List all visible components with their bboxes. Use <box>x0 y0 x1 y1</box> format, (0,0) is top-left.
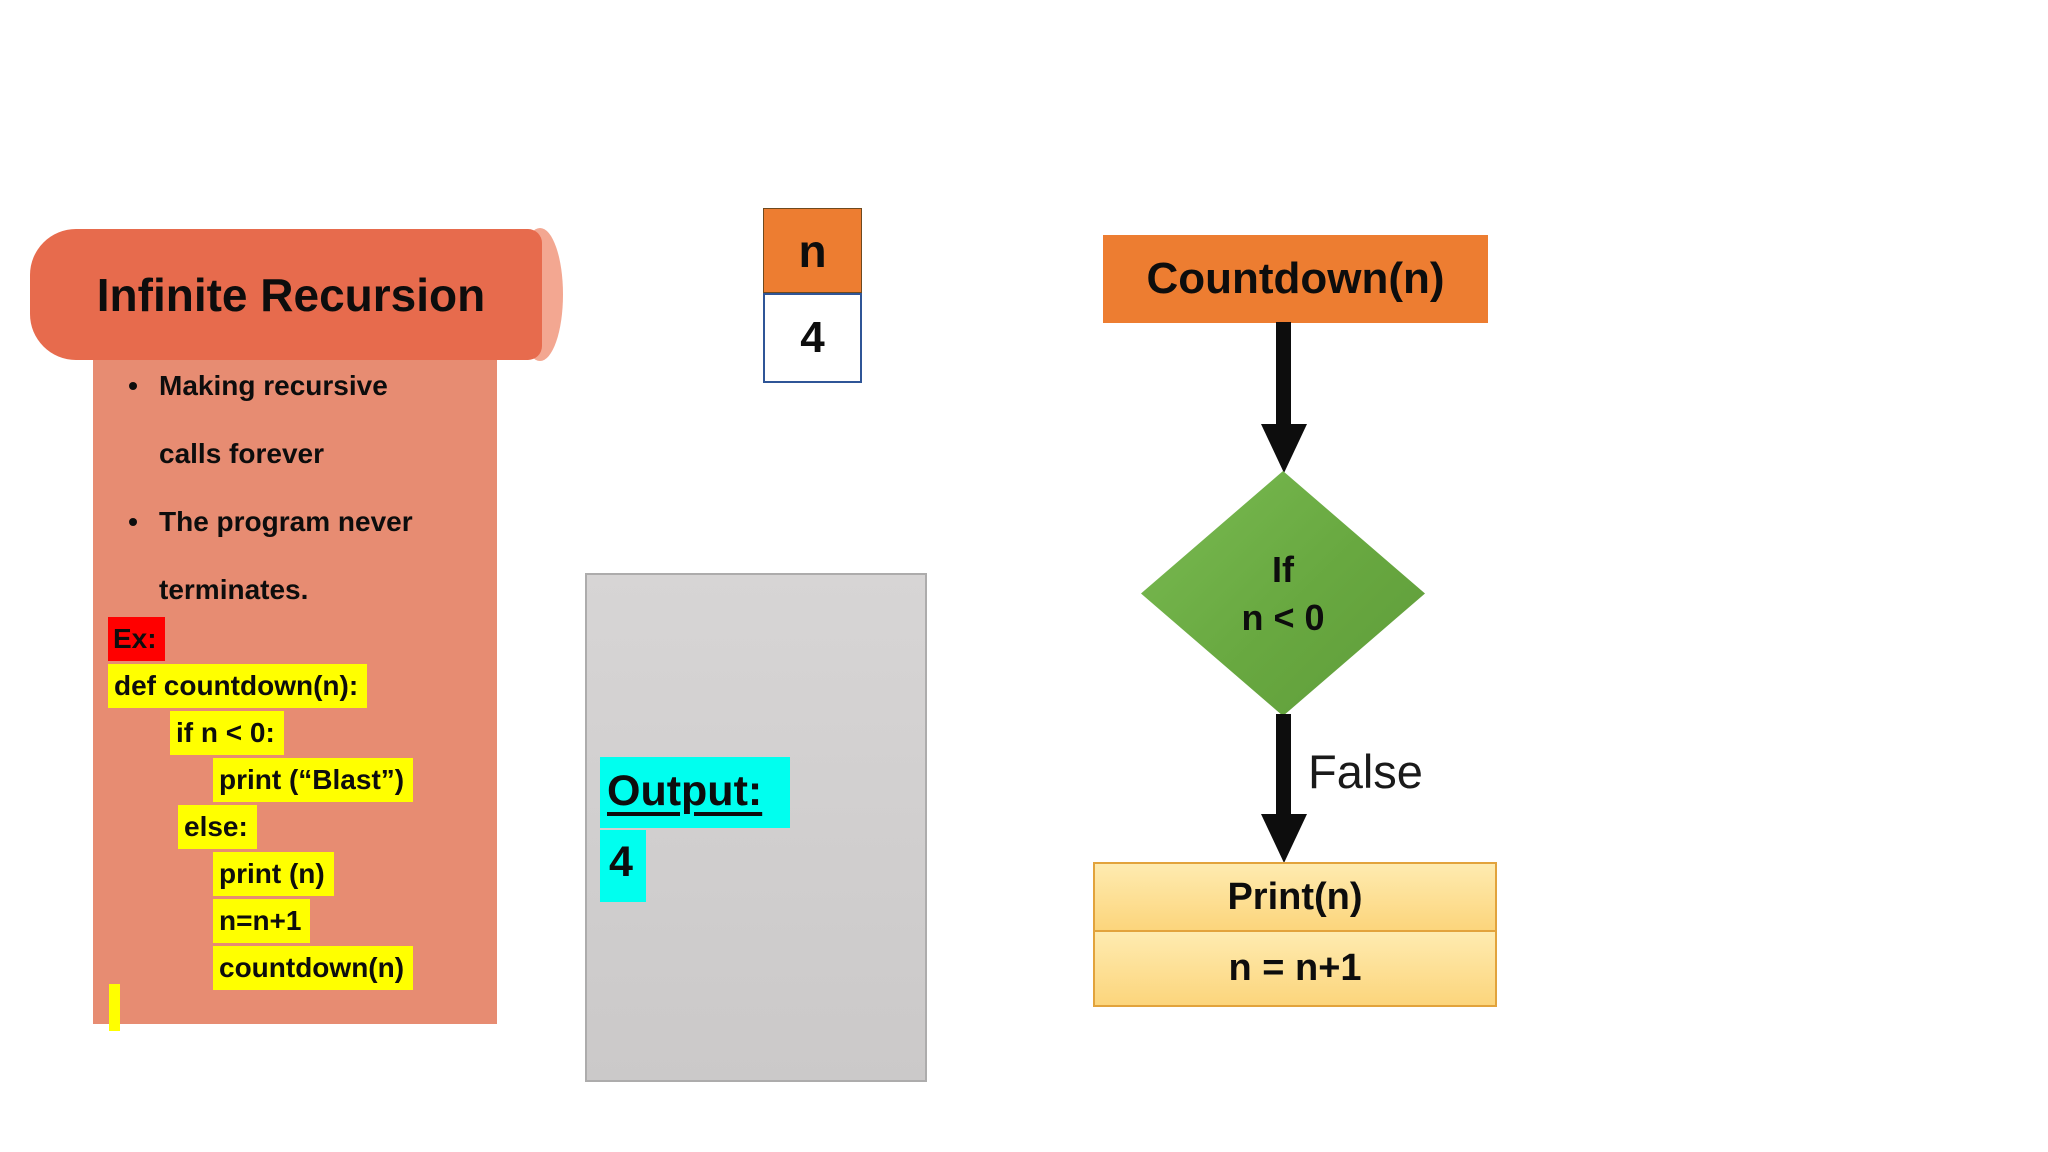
code-line: n=n+1 <box>213 897 413 944</box>
variable-value-cell: 4 <box>763 293 862 383</box>
bullet-list: • Making recursive calls forever • The p… <box>107 352 493 624</box>
bullet-icon: • <box>128 506 138 537</box>
list-item: • The program never terminates. <box>107 488 493 624</box>
false-branch-label: False <box>1308 745 1423 798</box>
list-item: • Making recursive calls forever <box>107 352 493 488</box>
recursion-panel: • Making recursive calls forever • The p… <box>93 360 497 1031</box>
code-line: if n < 0: <box>170 709 413 756</box>
arrow-down-icon <box>1261 424 1307 473</box>
output-panel: Output: 4 <box>585 573 927 1082</box>
variable-name-cell: n <box>763 208 862 293</box>
text-cursor <box>109 984 120 1031</box>
example-label-line: Ex: <box>108 615 413 662</box>
bullet-icon: • <box>128 370 138 401</box>
flowchart-start-node: Countdown(n) <box>1103 235 1488 323</box>
output-label-row: Output: <box>600 757 791 828</box>
bullet-text: The program never terminates. <box>159 506 413 605</box>
scroll-banner: Infinite Recursion <box>30 229 542 360</box>
decision-line-2: n < 0 <box>1241 596 1325 638</box>
decision-diamond: If n < 0 <box>1141 471 1425 716</box>
code-block: Ex: def countdown(n): if n < 0: print (“… <box>108 615 414 991</box>
bullet-text: Making recursive calls forever <box>159 370 388 469</box>
decision-line-1: If <box>1272 548 1294 590</box>
code-line: def countdown(n): <box>108 662 413 709</box>
process-print-node: Print(n) <box>1093 862 1497 932</box>
arrow-down-icon <box>1261 814 1307 863</box>
arrow-down-icon <box>1276 322 1291 426</box>
code-line: print (n) <box>213 850 413 897</box>
process-increment-node: n = n+1 <box>1093 930 1497 1007</box>
page-title: Infinite Recursion <box>96 268 486 321</box>
code-line: else: <box>178 803 413 850</box>
output-value: 4 <box>600 830 646 902</box>
arrow-down-icon <box>1276 714 1291 816</box>
example-label: Ex: <box>108 617 165 661</box>
code-line: print (“Blast”) <box>213 756 414 803</box>
code-line: countdown(n) <box>213 944 414 991</box>
output-label: Output: <box>600 757 791 828</box>
output-value-row: 4 <box>600 830 646 902</box>
